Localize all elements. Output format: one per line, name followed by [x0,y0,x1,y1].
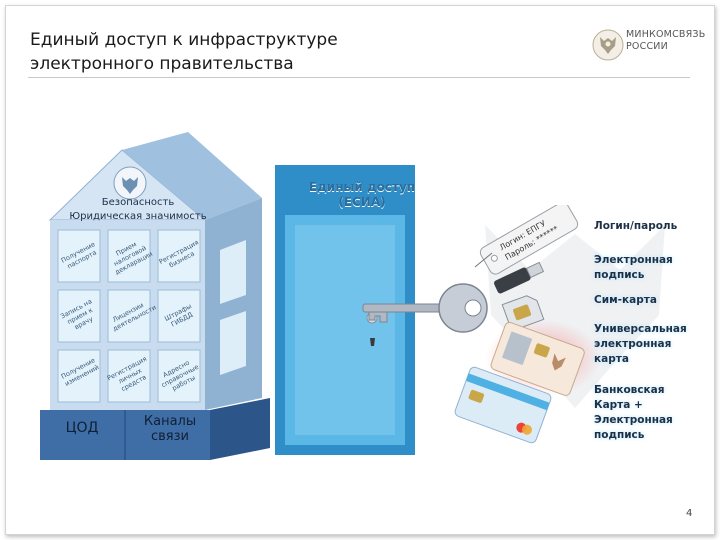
auth-label-e-signature: Электронная подпись [594,253,673,283]
door-heading: Единый доступ (ЕСИА) [287,180,437,210]
auth-label-login-password: Логин/пароль [594,219,677,234]
house-side-wall [205,198,262,410]
key-icon [355,272,495,347]
security-emblem-icon [114,167,146,199]
side-window [220,240,246,304]
bank-card-icon [448,365,558,445]
page-number: 4 [686,508,692,519]
auth-label-bank-card: Банковская Карта + Электронная подпись [594,383,673,443]
side-window [220,311,246,375]
title-divider [28,77,690,78]
roof-label: Безопасность Юридическая значимость [58,196,218,224]
auth-label-sim-card: Сим-карта [594,293,657,308]
ministry-name: МИНКОМСВЯЗЬ РОССИИ [626,29,705,53]
slide-title: Единый доступ к инфраструктуре электронн… [30,28,490,76]
auth-label-uek: Универсальная электронная карта [594,322,687,367]
double-headed-eagle-icon [593,30,623,60]
base-label-channels: Каналы связи [125,414,215,444]
base-label-datacenter: ЦОД [42,420,122,436]
house-illustration [30,90,280,470]
house-base-side [210,398,270,460]
